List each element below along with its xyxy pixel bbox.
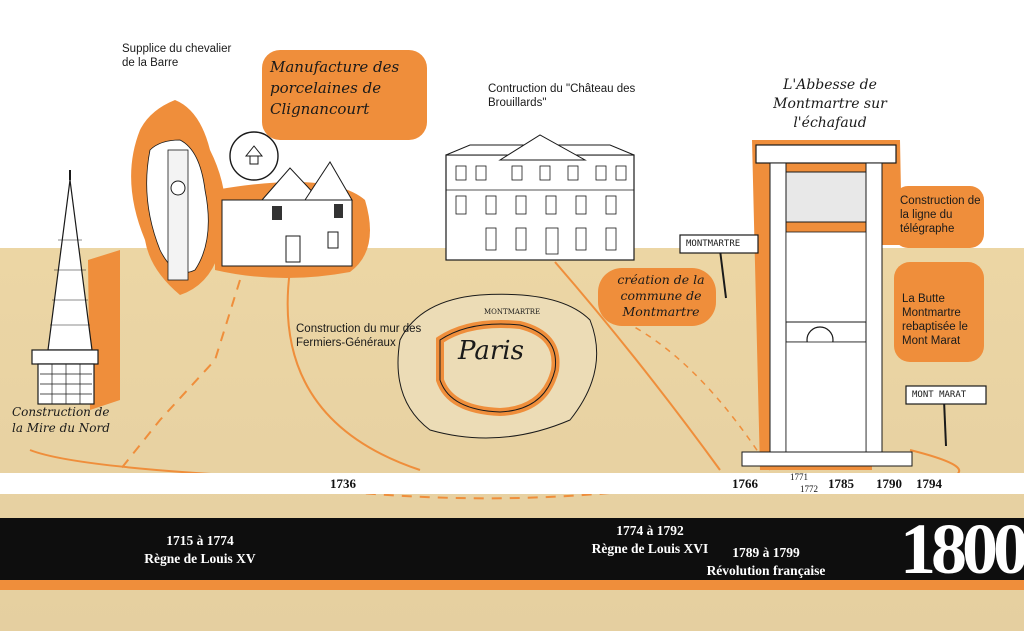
period-louis15-dates: 1715 à 1774 (166, 533, 234, 548)
tick-1736: 1736 (330, 476, 356, 491)
connector-chateau (554, 261, 721, 471)
period-louis15: 1715 à 1774 Règne de Louis XV (120, 532, 280, 568)
connector-commune-2 (624, 321, 771, 471)
tick-1771: 1771 (790, 472, 808, 482)
tick-1766: 1766 (732, 476, 758, 491)
connector-commune (329, 481, 701, 500)
period-revolution-dates: 1789 à 1799 (732, 545, 800, 560)
chateau-drawing (445, 134, 635, 261)
period-louis16: 1774 à 1792 Règne de Louis XVI (570, 522, 730, 558)
tick-1785: 1785 (828, 476, 854, 491)
reign-band (0, 518, 1024, 580)
event-mur: Construction du mur des Fermiers-Générau… (296, 323, 422, 349)
event-telegraphe: Construction de la ligne du télégraphe (900, 195, 981, 235)
tick-1794: 1794 (916, 476, 942, 491)
chevalier-barre-drawing (131, 100, 226, 295)
event-abbesse: L'Abbesse de Montmartre sur l'échafaud (773, 77, 887, 131)
event-manufacture: Manufacture des porcelaines de Clignanco… (270, 58, 400, 118)
manufacture-drawing (215, 131, 370, 279)
period-louis16-name: Règne de Louis XVI (591, 541, 709, 556)
montmartre-sign-drawing (679, 234, 759, 299)
period-revolution: 1789 à 1799 Révolution française (686, 544, 846, 580)
period-louis16-dates: 1774 à 1792 (616, 523, 684, 538)
mire-du-nord-drawing (31, 170, 120, 410)
tick-1772: 1772 (800, 484, 818, 494)
event-barre: Supplice du chevalier de la Barre (122, 43, 232, 69)
period-revolution-name: Révolution française (706, 563, 826, 578)
event-marat: La Butte Montmartre rebaptisée le Mont M… (902, 293, 968, 347)
mont-marat-sign-drawing (905, 385, 987, 447)
timeline-ruler (0, 473, 1024, 494)
paris-map-label: MONTMARTRE (484, 308, 541, 316)
tick-1790: 1790 (876, 476, 902, 491)
mont-marat-sign-text: MONT MARAT (912, 390, 967, 400)
connector-barre (119, 279, 241, 471)
paris-map-title: Paris (458, 336, 524, 366)
paris-map-drawing (397, 293, 598, 439)
event-commune: création de la commune de Montmartre (617, 272, 705, 319)
reign-band-accent (0, 580, 1024, 590)
marat-blob (894, 262, 984, 362)
telegraphe-blob (894, 186, 984, 248)
event-chateau: Contruction du "Château des Brouillards" (488, 83, 636, 109)
montmartre-sign-text: MONTMARTRE (686, 239, 741, 249)
guillotine-drawing (741, 140, 913, 470)
manufacture-blob (262, 50, 427, 140)
commune-blob (598, 268, 716, 326)
period-louis15-name: Règne de Louis XV (144, 551, 256, 566)
century-label: 1800 (900, 509, 1024, 589)
event-mire: Construction de la Mire du Nord (12, 405, 110, 435)
connector-mur (286, 269, 421, 471)
